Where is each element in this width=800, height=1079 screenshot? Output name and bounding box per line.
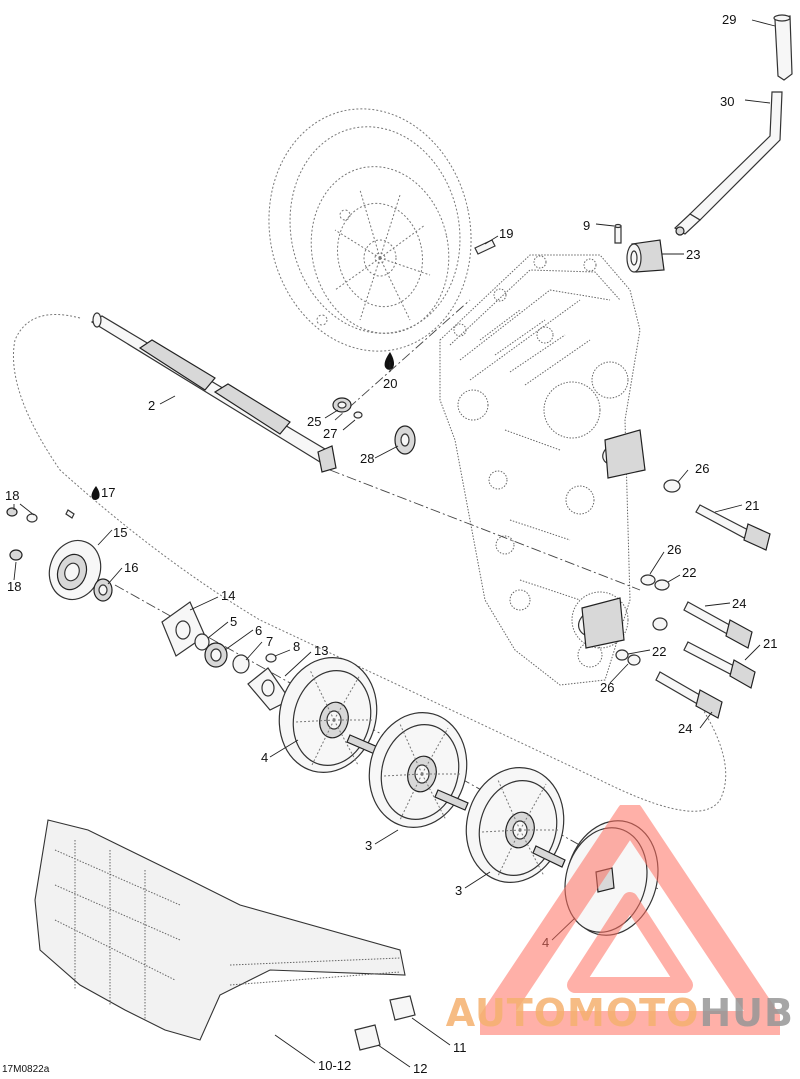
crank-rod xyxy=(674,91,783,236)
axis-line-shaft xyxy=(329,469,641,591)
callout-18-top: 18 xyxy=(5,488,19,503)
callout-14: 14 xyxy=(221,588,235,603)
callout-26-top: 26 xyxy=(695,461,709,476)
callout-2: 2 xyxy=(148,398,155,413)
leader-lines xyxy=(13,19,776,1068)
axis-line-gear xyxy=(334,299,471,421)
callout-5: 5 xyxy=(230,614,237,629)
key xyxy=(474,239,496,255)
washer-26-bottom xyxy=(627,654,641,666)
callout-6: 6 xyxy=(255,623,262,638)
bolt-21-top xyxy=(695,504,771,551)
grease-fitting xyxy=(65,509,75,519)
callout-29: 29 xyxy=(722,12,736,27)
washer-small xyxy=(353,411,363,419)
callout-25: 25 xyxy=(307,414,321,429)
callout-24-mid: 24 xyxy=(732,596,746,611)
callout-20: 20 xyxy=(383,376,397,391)
ghost-drive-pulley xyxy=(268,108,472,352)
track-belt xyxy=(34,819,406,1041)
washer-26-top xyxy=(663,479,681,493)
ring-5 xyxy=(194,633,210,651)
washer-22-mid xyxy=(654,579,670,591)
nut-18-bottom xyxy=(9,549,23,561)
clip-11 xyxy=(389,995,416,1021)
clip-12 xyxy=(354,1024,381,1051)
drive-socket xyxy=(626,239,665,273)
callout-22-mid: 22 xyxy=(682,565,696,580)
callout-27: 27 xyxy=(323,426,337,441)
bolt-21-bottom xyxy=(683,641,756,689)
callout-18-bottom: 18 xyxy=(7,579,21,594)
bearing-6 xyxy=(204,642,228,668)
drive-sprocket-3-a xyxy=(368,712,469,828)
nut-small xyxy=(332,397,352,413)
watermark-brand: AUTOMOTOHUB xyxy=(446,991,794,1035)
callout-4-left: 4 xyxy=(261,750,268,765)
small-sprocket xyxy=(394,425,416,455)
washer-mid-right xyxy=(652,617,668,631)
crank-handle xyxy=(773,14,793,81)
callout-30: 30 xyxy=(720,94,734,109)
ghost-gearbox-housing xyxy=(439,254,646,686)
callout-8: 8 xyxy=(293,639,300,654)
callout-7: 7 xyxy=(266,634,273,649)
callout-21-top: 21 xyxy=(745,498,759,513)
drive-shaft xyxy=(90,312,337,473)
callout-3-a: 3 xyxy=(365,838,372,853)
callout-9: 9 xyxy=(583,218,590,233)
oil-drop-icon xyxy=(384,352,394,370)
pin xyxy=(614,223,622,244)
document-id: 17M0822a xyxy=(2,1064,50,1075)
watermark-triangle-icon xyxy=(480,805,780,1035)
washer-26-mid xyxy=(640,574,656,586)
washer-22-bottom xyxy=(615,649,629,661)
callout-15: 15 xyxy=(113,525,127,540)
callout-24-bottom: 24 xyxy=(678,721,692,736)
bearing-housing xyxy=(48,539,102,601)
plate-hole xyxy=(175,620,191,640)
callout-3-b: 3 xyxy=(455,883,462,898)
callout-11: 11 xyxy=(453,1040,467,1055)
ring-7 xyxy=(232,654,250,674)
clip-8 xyxy=(265,653,277,663)
nut-18-top xyxy=(6,507,18,517)
callout-21-bottom: 21 xyxy=(763,636,777,651)
watermark-brand-part2: HUB xyxy=(699,991,794,1035)
drive-sprocket-3-b xyxy=(465,767,566,883)
callout-10-12: 10-12 xyxy=(318,1058,351,1073)
callout-16: 16 xyxy=(124,560,138,575)
bolt-24-mid xyxy=(683,601,753,649)
oil-drop-icon-17 xyxy=(91,486,100,500)
drive-sprocket-4-left xyxy=(278,657,381,773)
callout-19: 19 xyxy=(499,226,513,241)
ghost-chain-path xyxy=(12,314,727,812)
callout-13: 13 xyxy=(314,643,328,658)
callout-26-mid: 26 xyxy=(667,542,681,557)
callout-22-bottom: 22 xyxy=(652,644,666,659)
watermark-brand-part1: AUTOMOTO xyxy=(445,991,700,1035)
callout-labels: 29 30 9 19 23 20 2 25 27 28 26 21 18 17 … xyxy=(5,12,777,1076)
nut-18-top-2 xyxy=(26,513,38,523)
callout-26-bottom: 26 xyxy=(600,680,614,695)
callout-17: 17 xyxy=(101,485,115,500)
gasket-hole xyxy=(261,679,275,697)
callout-12: 12 xyxy=(413,1061,427,1076)
bolt-24-bottom xyxy=(655,671,723,719)
callout-23: 23 xyxy=(686,247,700,262)
bearing-16 xyxy=(93,578,113,602)
callout-28: 28 xyxy=(360,451,374,466)
